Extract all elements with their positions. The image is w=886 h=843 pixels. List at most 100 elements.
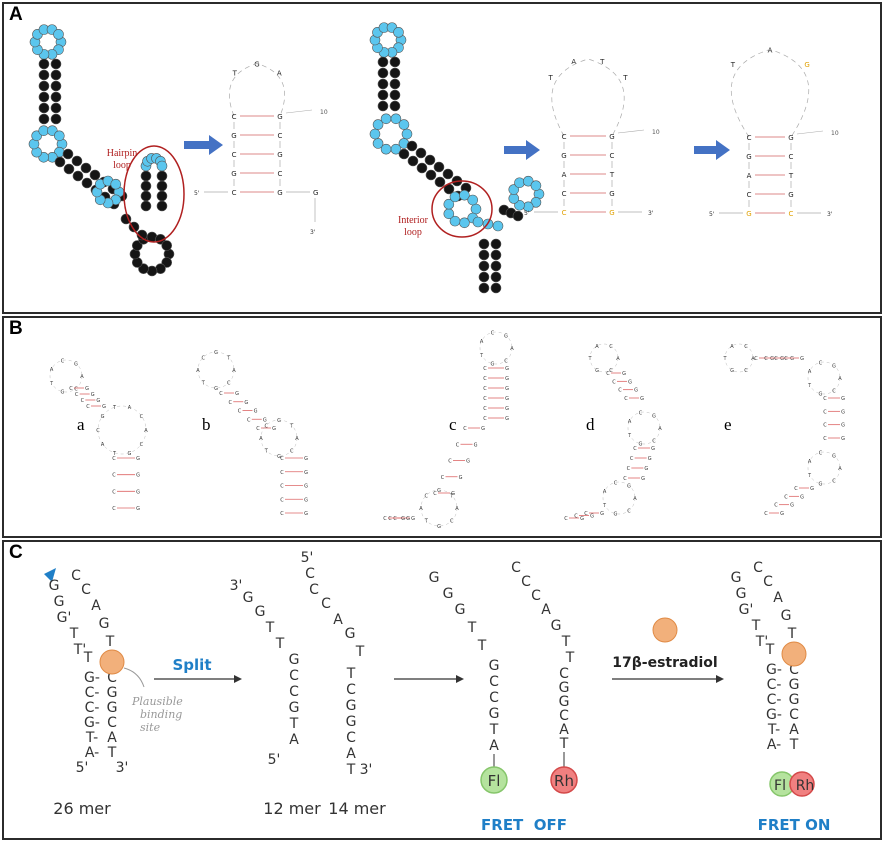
structure-label-c: c	[449, 415, 457, 434]
stem-base: C	[232, 113, 237, 121]
nucleotide: A	[633, 496, 637, 502]
bead	[54, 156, 66, 168]
strand-base: G	[455, 602, 466, 618]
bead	[377, 100, 389, 112]
stem-base: C	[747, 191, 752, 199]
nucleotide: A	[480, 339, 484, 345]
nucleotide: C	[433, 491, 437, 497]
nucleotide: G	[406, 516, 410, 522]
nucleotide: C	[764, 356, 768, 362]
nucleotide: G	[628, 379, 632, 385]
process-arrow-1	[184, 135, 223, 155]
nucleotide: C	[564, 516, 568, 522]
nucleotide: T	[112, 451, 117, 457]
stem-base: C-	[767, 692, 782, 708]
nucleotide: G	[505, 366, 509, 372]
stem-base: G	[107, 700, 118, 716]
bead	[136, 229, 148, 241]
complex-fl-label: Fl	[774, 778, 786, 794]
strand-base: C	[511, 560, 521, 576]
nucleotide: G	[819, 392, 823, 398]
nucleotide: C	[819, 360, 823, 366]
nucleotide: C	[112, 473, 116, 479]
nucleotide: G	[304, 456, 308, 462]
nucleotide: G	[214, 386, 218, 392]
blue-triangle-marker	[44, 568, 56, 582]
split-label: Split	[173, 656, 212, 674]
position-number: 10	[831, 130, 839, 137]
loop-base: C	[753, 560, 763, 576]
binding-note-1: Plausible	[131, 695, 183, 708]
strand-base: T	[346, 762, 356, 778]
stem-base: G-	[84, 670, 100, 686]
loop-base: T'	[73, 642, 86, 658]
loop-base: A	[91, 598, 101, 614]
nucleotide: C	[265, 423, 269, 429]
nucleotide: A	[196, 368, 200, 374]
nucleotide: T	[807, 383, 812, 389]
stem-base: G	[277, 113, 282, 121]
strand-base: C	[321, 596, 331, 612]
strand-base: T	[561, 634, 571, 650]
stem-base: T	[788, 172, 794, 180]
loop-base: G	[49, 578, 60, 594]
bead	[508, 184, 520, 195]
nucleotide: G	[91, 392, 95, 398]
bead	[398, 148, 410, 160]
nucleotide: C	[202, 355, 206, 361]
loop-base: G	[254, 61, 259, 69]
nucleotide: C	[456, 442, 460, 448]
bead	[140, 170, 152, 182]
end-5prime: 5'	[268, 752, 281, 768]
stem-base: C	[562, 209, 567, 217]
stem-base: C-	[767, 677, 782, 693]
end-3prime: 3'	[116, 760, 129, 776]
nucleotide: C	[229, 400, 233, 406]
bead	[390, 113, 402, 125]
number-tick	[285, 109, 313, 114]
bead	[490, 238, 502, 250]
nucleotide: G	[437, 488, 441, 494]
strand-base: G	[243, 590, 254, 606]
strand-base: G	[255, 604, 266, 620]
fluorescein-dye	[480, 766, 508, 794]
bead	[514, 199, 525, 211]
nucleotide: G	[401, 516, 405, 522]
nucleotide: G	[451, 491, 455, 497]
bead	[508, 193, 520, 204]
stem-base: G	[609, 133, 614, 141]
loop-backbone	[807, 451, 841, 485]
structure-label-b: b	[202, 415, 211, 434]
panel-a-label: A	[9, 4, 23, 25]
bead	[377, 56, 389, 68]
nucleotide: T	[449, 493, 454, 499]
nucleotide: A	[128, 405, 132, 411]
fret-on-label: FRET ON	[758, 816, 831, 834]
stem-base: G	[746, 153, 751, 161]
bead	[156, 200, 168, 212]
nucleotide: G	[790, 503, 794, 509]
nucleotide: C	[441, 475, 445, 481]
caption-12mer: 12 mer	[263, 799, 321, 818]
nucleotide: C	[504, 359, 508, 365]
nucleotide: C	[74, 387, 78, 393]
rhodamine-dye	[550, 766, 578, 794]
bead	[53, 29, 64, 40]
strand-base: A	[489, 738, 499, 754]
bead	[415, 147, 427, 159]
bead	[470, 203, 482, 215]
loop-base: C	[763, 574, 773, 590]
nucleotide: A	[295, 436, 299, 442]
nucleotide: G	[505, 416, 509, 422]
nucleotide: C	[764, 511, 768, 517]
nucleotide: C	[819, 450, 823, 456]
strand-base: T	[467, 620, 477, 636]
bead	[433, 161, 445, 173]
loop-base: G	[804, 61, 809, 69]
nucleotide: C	[744, 344, 748, 350]
nucleotide: C	[61, 358, 65, 364]
binding-pointer	[123, 667, 145, 688]
